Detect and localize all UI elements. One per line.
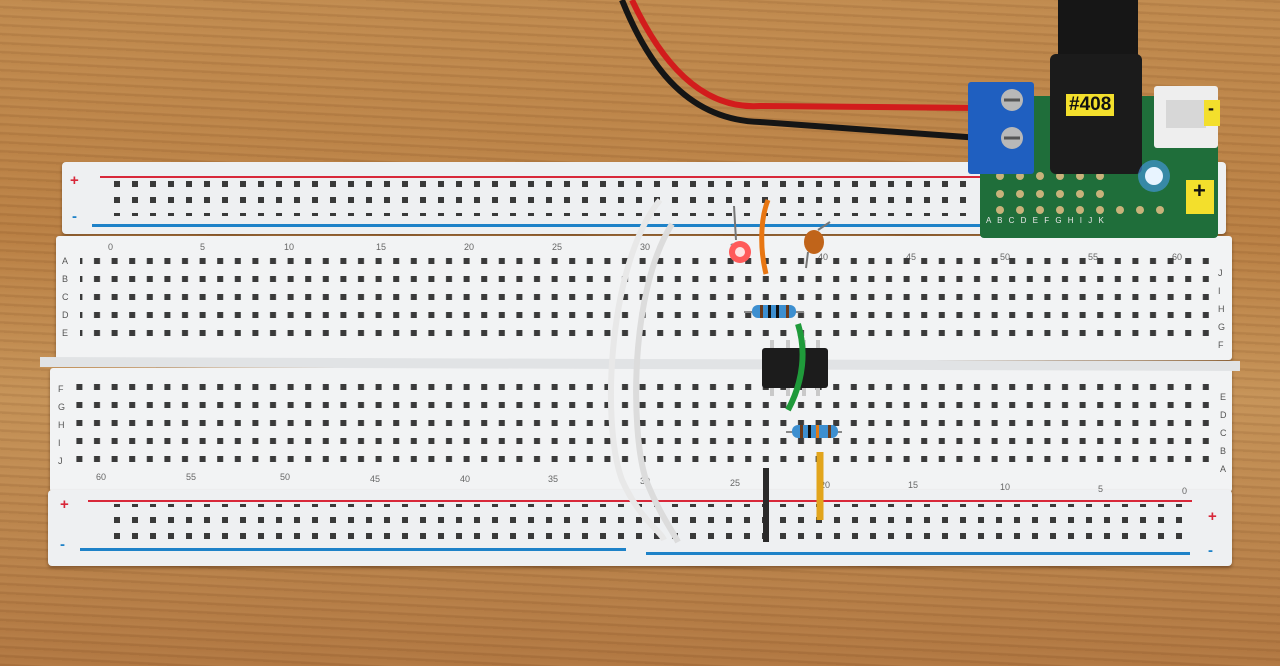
bottom-rail-minus-label: - xyxy=(60,536,65,553)
bottom-rail-blue-line-left xyxy=(80,548,626,551)
bottom-rail-plus-label-right: + xyxy=(1208,508,1217,525)
row-letter: J xyxy=(1218,268,1223,278)
black-wire xyxy=(619,0,981,141)
column-number: 20 xyxy=(820,480,831,490)
white-jumper-wire-right xyxy=(633,222,681,544)
column-number: 45 xyxy=(370,474,381,484)
top-rail-plus-label: + xyxy=(70,172,79,189)
row-letter: E xyxy=(1220,392,1227,402)
column-number: 40 xyxy=(460,474,471,484)
row-letter: C xyxy=(62,292,69,302)
row-letter: H xyxy=(1218,304,1225,314)
top-rail-red-line xyxy=(100,176,980,178)
row-letter: G xyxy=(58,402,66,412)
center-channel xyxy=(39,357,1241,371)
top-rail-hole-grid xyxy=(112,180,972,216)
power-module-row-letters: A B C D E F G H I J K xyxy=(986,216,1106,225)
orange-jumper-wire xyxy=(759,199,771,275)
green-jumper-wire xyxy=(785,323,806,412)
column-number: 0 xyxy=(108,242,114,252)
top-rail-minus-label: - xyxy=(72,208,77,225)
white-jumper-wire-left xyxy=(607,198,667,542)
power-module-plus-label: + xyxy=(1193,178,1206,203)
bottom-rail-blue-line-right xyxy=(646,552,1190,555)
column-number: 25 xyxy=(730,478,741,488)
row-letter: D xyxy=(62,310,69,320)
row-letter: B xyxy=(62,274,69,284)
top-rail-blue-line xyxy=(92,224,982,227)
column-number: 10 xyxy=(284,242,295,252)
bottom-rail-red-line xyxy=(88,500,1192,502)
screw-terminal-block xyxy=(968,82,1034,174)
bottom-rail-minus-label-right: - xyxy=(1208,542,1213,559)
row-letter: E xyxy=(62,328,69,338)
column-number: 25 xyxy=(552,242,563,252)
power-module-minus-label: - xyxy=(1208,98,1214,118)
row-letter: D xyxy=(1220,410,1227,420)
column-number: 60 xyxy=(96,472,107,482)
row-letter: A xyxy=(62,256,69,266)
power-module-label: #408 xyxy=(1066,94,1115,116)
row-letter: F xyxy=(1218,340,1224,350)
row-letter: H xyxy=(58,420,65,430)
bottom-rail-plus-label: + xyxy=(60,496,69,513)
row-letter: J xyxy=(58,456,63,466)
column-number: 55 xyxy=(186,472,197,482)
row-letter: A xyxy=(1220,464,1227,474)
column-number: 5 xyxy=(200,242,206,252)
column-number: 35 xyxy=(548,474,559,484)
plus-tag-bg xyxy=(1186,180,1214,214)
row-letter: G xyxy=(1218,322,1226,332)
column-number: 0 xyxy=(1182,486,1188,496)
column-number: 50 xyxy=(280,472,291,482)
column-number: 30 xyxy=(640,242,651,252)
minus-tag-bg xyxy=(1204,100,1220,126)
row-letter: C xyxy=(1220,428,1227,438)
lower-strip-hole-grid xyxy=(76,382,1216,472)
barrel-jack xyxy=(1058,0,1138,60)
row-letter: I xyxy=(58,438,61,448)
bottom-rail-hole-grid xyxy=(104,504,1184,540)
ceramic-capacitor xyxy=(804,230,824,254)
column-number: 10 xyxy=(1000,482,1011,492)
row-letter: I xyxy=(1218,286,1221,296)
row-letter: B xyxy=(1220,446,1227,456)
column-number: 15 xyxy=(376,242,387,252)
red-wire xyxy=(629,0,981,111)
column-number: 15 xyxy=(908,480,919,490)
resistor-top xyxy=(752,305,796,318)
ic-chip xyxy=(762,348,828,388)
resistor-bottom xyxy=(792,425,838,438)
column-number: 20 xyxy=(464,242,475,252)
column-number: 5 xyxy=(1098,484,1104,494)
row-letter: F xyxy=(58,384,64,394)
